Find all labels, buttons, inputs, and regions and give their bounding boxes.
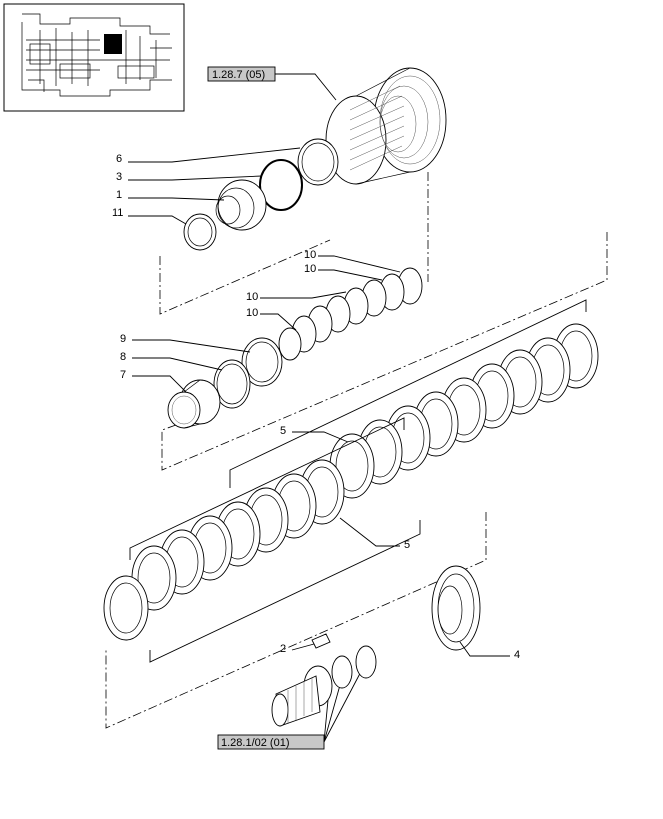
ring-6 <box>297 138 339 186</box>
ref-top-label[interactable]: 1.28.7 (05) <box>207 66 276 82</box>
highlighted-component <box>104 34 122 54</box>
callout-5-lower: 5 <box>339 517 410 551</box>
svg-text:4: 4 <box>514 649 520 661</box>
callout-5-upper: 5 <box>280 425 349 443</box>
ref-bottom-label[interactable]: 1.28.1/02 (01) <box>217 734 325 750</box>
o-ring-3 <box>259 159 303 211</box>
svg-text:1.28.7 (05): 1.28.7 (05) <box>212 69 265 81</box>
callout-8: 8 <box>120 351 223 371</box>
callout-2: 2 <box>280 643 315 655</box>
snap-ring-8 <box>213 359 251 409</box>
svg-text:8: 8 <box>120 351 126 363</box>
clutch-discs-lower <box>103 459 345 641</box>
callout-3: 3 <box>116 171 263 183</box>
spring-washers-10 <box>278 267 423 361</box>
callout-10-d: 10 <box>246 307 297 331</box>
ring-11 <box>183 213 217 251</box>
callout-11: 11 <box>112 207 187 225</box>
drum-housing <box>325 67 447 185</box>
svg-text:11: 11 <box>112 207 123 219</box>
svg-text:10: 10 <box>246 307 258 319</box>
shaft-assembly <box>271 645 377 727</box>
svg-text:5: 5 <box>404 539 410 551</box>
svg-text:10: 10 <box>246 291 258 303</box>
svg-text:9: 9 <box>120 333 126 345</box>
assembly-axis-lines <box>105 172 608 729</box>
svg-text:3: 3 <box>116 171 122 183</box>
svg-text:6: 6 <box>116 153 122 165</box>
svg-text:2: 2 <box>280 643 286 655</box>
piston-1 <box>215 179 267 231</box>
callout-7: 7 <box>120 369 187 393</box>
callout-10-c: 10 <box>246 291 347 303</box>
callout-10-b: 10 <box>304 263 383 281</box>
svg-text:10: 10 <box>304 249 316 261</box>
callout-6: 6 <box>116 147 301 165</box>
hub-7 <box>167 379 221 429</box>
callout-10-a: 10 <box>304 249 401 273</box>
svg-text:7: 7 <box>120 369 126 381</box>
clutch-discs-upper <box>329 323 599 499</box>
callout-9: 9 <box>120 333 251 353</box>
svg-text:5: 5 <box>280 425 286 437</box>
svg-text:1.28.1/02 (01): 1.28.1/02 (01) <box>221 737 290 749</box>
callout-4: 4 <box>459 641 520 661</box>
svg-text:1: 1 <box>116 189 122 201</box>
pin-2 <box>311 633 331 649</box>
gear-4 <box>431 565 481 651</box>
ring-9 <box>241 337 283 387</box>
callout-1: 1 <box>116 189 225 201</box>
location-thumbnail <box>3 3 185 112</box>
svg-text:10: 10 <box>304 263 316 275</box>
